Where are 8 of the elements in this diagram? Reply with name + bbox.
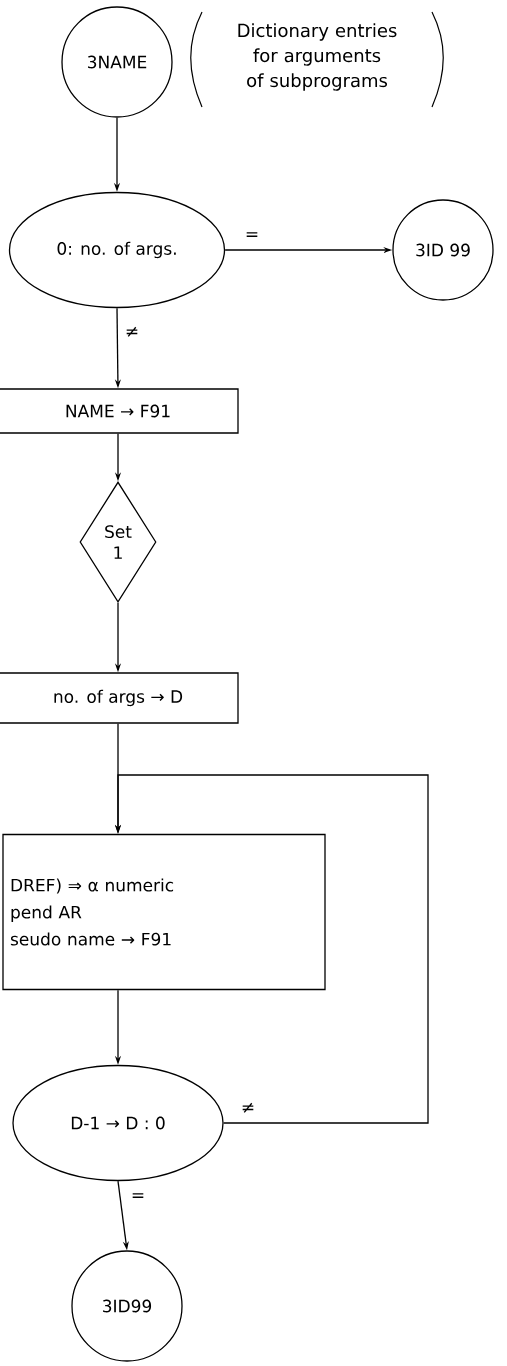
edge-label: = — [246, 232, 258, 237]
edge-label: ≠ — [126, 326, 138, 337]
process-box: NAME → F91 — [0, 388, 239, 434]
process-box: no. of args → D — [0, 672, 239, 724]
edge-label: = — [132, 1193, 144, 1198]
process-box: DREF) ⇒ α numeric pend AR seudo name → F91 — [2, 833, 326, 991]
edge-label: ≠ — [242, 1102, 254, 1113]
note-text: Dictionary entries for arguments of subprograms — [238, 23, 397, 91]
